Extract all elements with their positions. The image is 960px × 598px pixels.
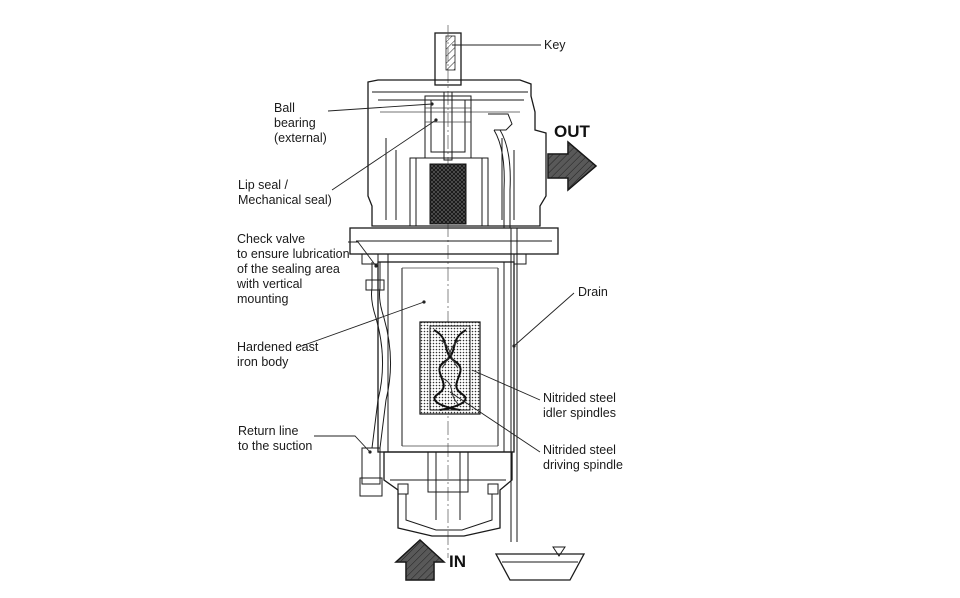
label-lip-seal: Lip seal / Mechanical seal) <box>238 178 332 207</box>
return-line-pipe <box>359 262 391 497</box>
svg-text:Ball: Ball <box>274 101 295 115</box>
key-shaft <box>434 25 462 558</box>
svg-text:(external): (external) <box>274 131 327 145</box>
drain-pipe <box>510 228 518 542</box>
svg-text:to ensure lubrication: to ensure lubrication <box>237 247 350 261</box>
label-ball-bearing: Ball bearing (external) <box>274 101 327 145</box>
svg-text:Return line: Return line <box>238 424 298 438</box>
label-check-valve: Check valve to ensure lubrication of the… <box>236 232 350 306</box>
out-arrow-icon <box>547 140 598 192</box>
pump-body <box>377 261 515 453</box>
label-driving-spindle: Nitrided steel driving spindle <box>543 443 623 472</box>
svg-text:Hardened cast: Hardened cast <box>237 340 319 354</box>
svg-text:iron body: iron body <box>237 355 289 369</box>
svg-text:Check valve: Check valve <box>237 232 305 246</box>
svg-text:Lip seal /: Lip seal / <box>238 178 289 192</box>
svg-text:idler spindles: idler spindles <box>543 406 616 420</box>
svg-text:Nitrided steel: Nitrided steel <box>543 443 616 457</box>
flange-plate <box>349 227 559 265</box>
upper-housing <box>367 79 547 228</box>
label-return-line: Return line to the suction <box>238 424 312 453</box>
svg-text:driving spindle: driving spindle <box>543 458 623 472</box>
drain-tank-icon <box>494 546 586 581</box>
label-key: Key <box>544 38 566 52</box>
label-hardened-body: Hardened cast iron body <box>237 340 319 369</box>
label-out: OUT <box>554 122 591 141</box>
svg-text:Nitrided steel: Nitrided steel <box>543 391 616 405</box>
svg-text:Mechanical seal): Mechanical seal) <box>238 193 332 207</box>
svg-text:of the sealing area: of the sealing area <box>237 262 340 276</box>
svg-text:bearing: bearing <box>274 116 316 130</box>
label-drain: Drain <box>578 285 608 299</box>
svg-text:with vertical: with vertical <box>236 277 302 291</box>
bottom-base <box>383 451 513 537</box>
label-in: IN <box>449 552 466 571</box>
in-arrow-icon <box>394 538 446 581</box>
label-idler-spindles: Nitrided steel idler spindles <box>543 391 616 420</box>
svg-text:mounting: mounting <box>237 292 288 306</box>
leader-lines <box>295 44 575 454</box>
svg-text:to the suction: to the suction <box>238 439 312 453</box>
